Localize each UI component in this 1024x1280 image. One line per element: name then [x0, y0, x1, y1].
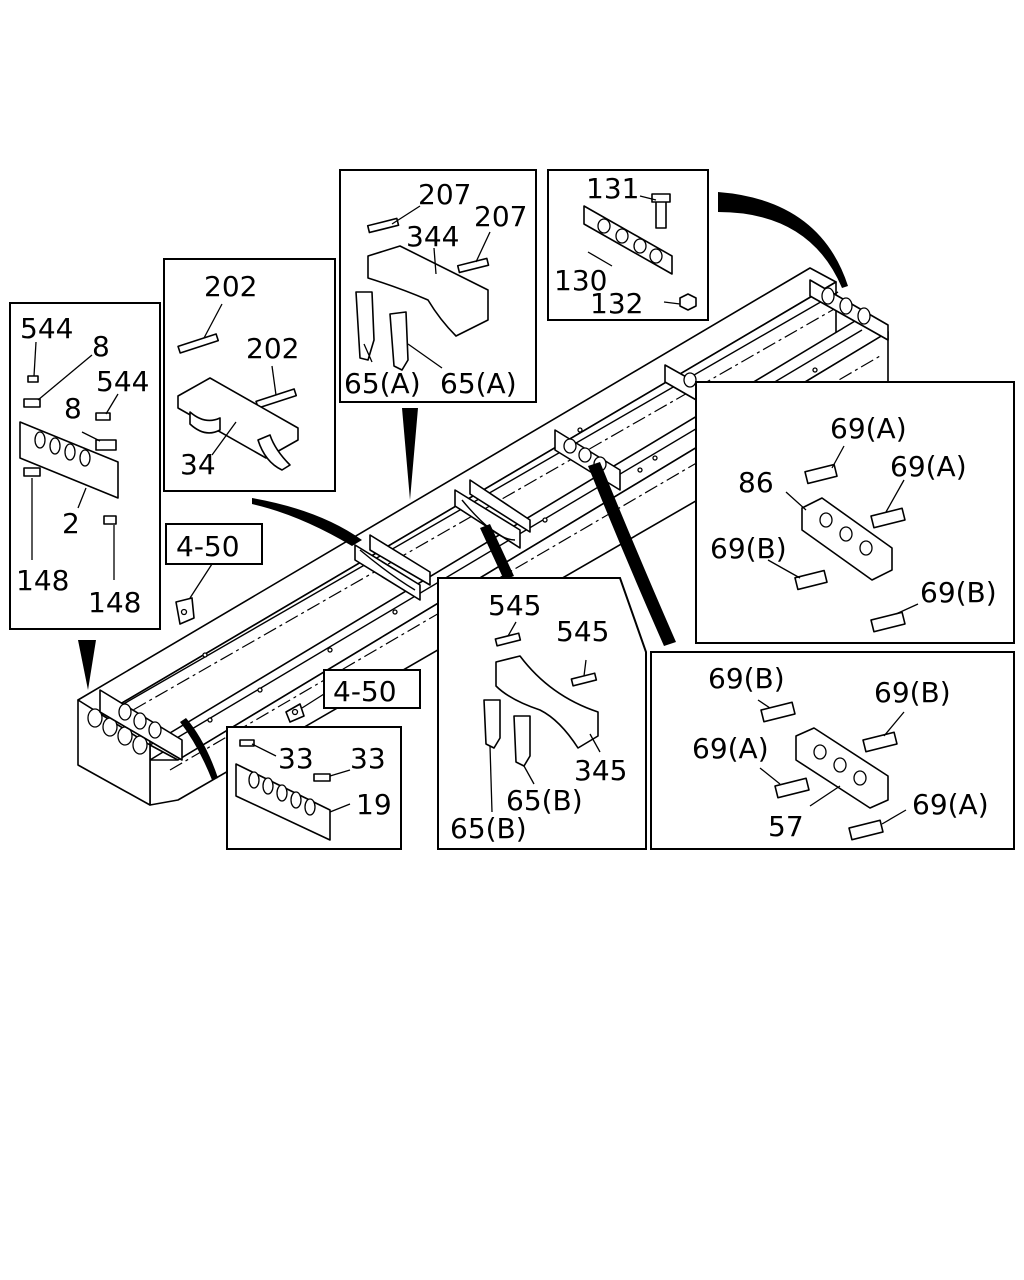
reference-4-50-lower[interactable]: 4-50: [301, 669, 421, 709]
ref-label-upper: 4-50: [176, 530, 240, 563]
detail-box-crossmember-57: [650, 651, 1015, 850]
callout-65b: 65(B): [450, 812, 527, 845]
callout-69b: 69(B): [708, 662, 785, 695]
callout-69b: 69(B): [874, 676, 951, 709]
callout-2: 2: [62, 507, 80, 540]
callout-34: 34: [180, 448, 216, 481]
detail-box-crossmember-34: [163, 258, 336, 492]
detail-box-crossmember-345: [437, 577, 647, 850]
callout-69b: 69(B): [710, 532, 787, 565]
detail-box-front-crossmember: [9, 302, 161, 630]
callout-544: 544: [20, 312, 73, 345]
ref-label-lower: 4-50: [333, 675, 397, 708]
callout-345: 345: [574, 754, 627, 787]
callout-65a: 65(A): [440, 367, 517, 400]
callout-19: 19: [356, 788, 392, 821]
callout-207: 207: [418, 178, 471, 211]
rear-cross-member: [809, 279, 889, 341]
detail-box-crossmember-344: [339, 169, 537, 403]
callout-69a: 69(A): [912, 788, 989, 821]
callout-132: 132: [590, 287, 643, 320]
callout-65b: 65(B): [506, 784, 583, 817]
detail-box-crossmember-19: [226, 726, 402, 850]
detail-box-crossmember-86: [695, 381, 1015, 644]
callout-148: 148: [88, 586, 141, 619]
cross-member-345-position: [454, 479, 531, 549]
detail-box-rear-crossmember: [547, 169, 709, 321]
callout-344: 344: [406, 220, 459, 253]
callout-207: 207: [474, 200, 527, 233]
callout-69a: 69(A): [692, 732, 769, 765]
callout-69a: 69(A): [830, 412, 907, 445]
callout-33: 33: [350, 742, 386, 775]
rail-bracket-upper: [175, 597, 195, 625]
callout-544: 544: [96, 365, 149, 398]
rail-bracket-lower: [285, 703, 305, 723]
reference-4-50-upper[interactable]: 4-50: [165, 523, 263, 599]
callout-545: 545: [488, 589, 541, 622]
callout-131: 131: [586, 172, 639, 205]
detail-pointers: [78, 192, 848, 780]
front-cross-member: [77, 689, 183, 806]
callout-65a: 65(A): [344, 367, 421, 400]
callout-202: 202: [246, 332, 299, 365]
callout-69b: 69(B): [920, 576, 997, 609]
callout-545: 545: [556, 615, 609, 648]
callout-202: 202: [204, 270, 257, 303]
callout-8: 8: [64, 392, 82, 425]
callout-33: 33: [278, 742, 314, 775]
callout-8: 8: [92, 330, 110, 363]
cross-member-34-position: [354, 534, 431, 601]
callout-labels: 544 8 544 8 2 148 148 202 202 34 207 207…: [16, 172, 997, 845]
callout-148: 148: [16, 564, 69, 597]
callout-130: 130: [554, 264, 607, 297]
callout-69a: 69(A): [890, 450, 967, 483]
callout-57: 57: [768, 810, 804, 843]
callout-86: 86: [738, 466, 774, 499]
